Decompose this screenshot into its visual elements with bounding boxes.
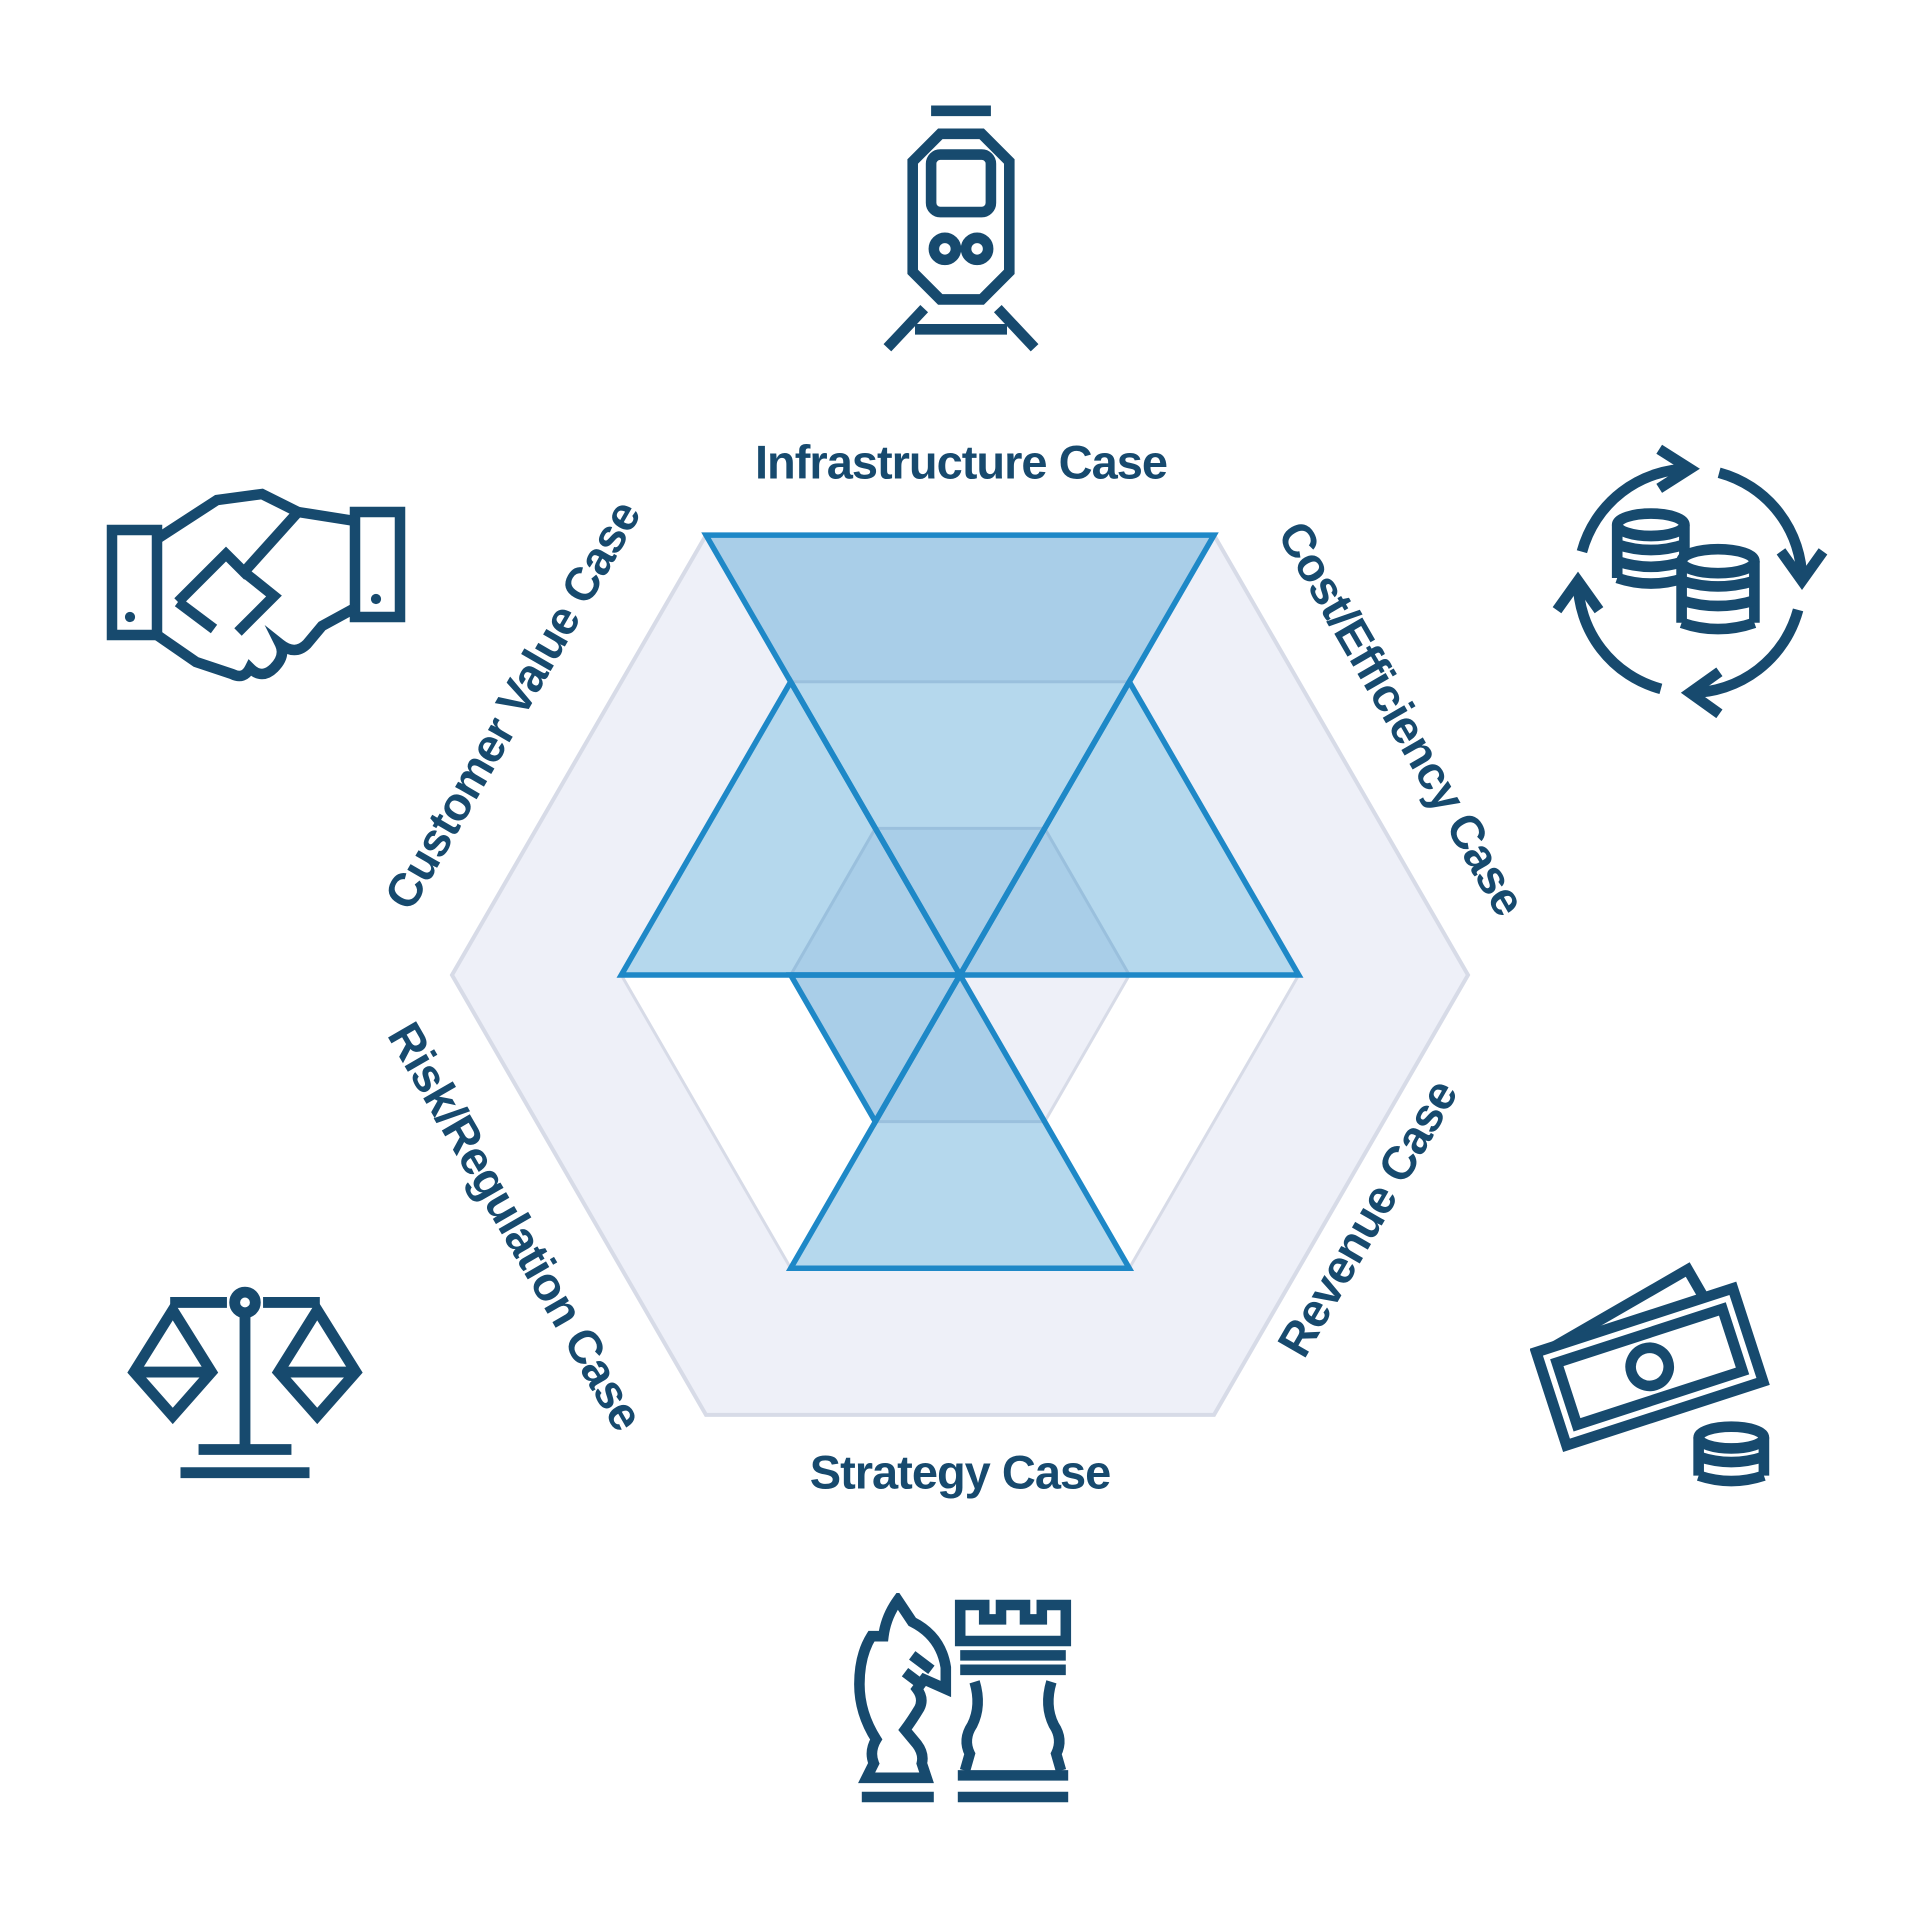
banknote-coins-icon <box>1530 1247 1802 1503</box>
sector-customer-value <box>616 676 965 978</box>
handshake-icon <box>106 488 406 683</box>
axis-label-infrastructure: Infrastructure Case <box>755 435 1168 489</box>
train-icon <box>846 97 1076 357</box>
scales-icon <box>116 1274 374 1496</box>
coins-cycle-icon <box>1550 438 1830 718</box>
axis-label-strategy: Strategy Case <box>809 1445 1111 1499</box>
chess-pieces-icon <box>833 1593 1073 1809</box>
sector-cost-efficiency <box>955 676 1304 978</box>
